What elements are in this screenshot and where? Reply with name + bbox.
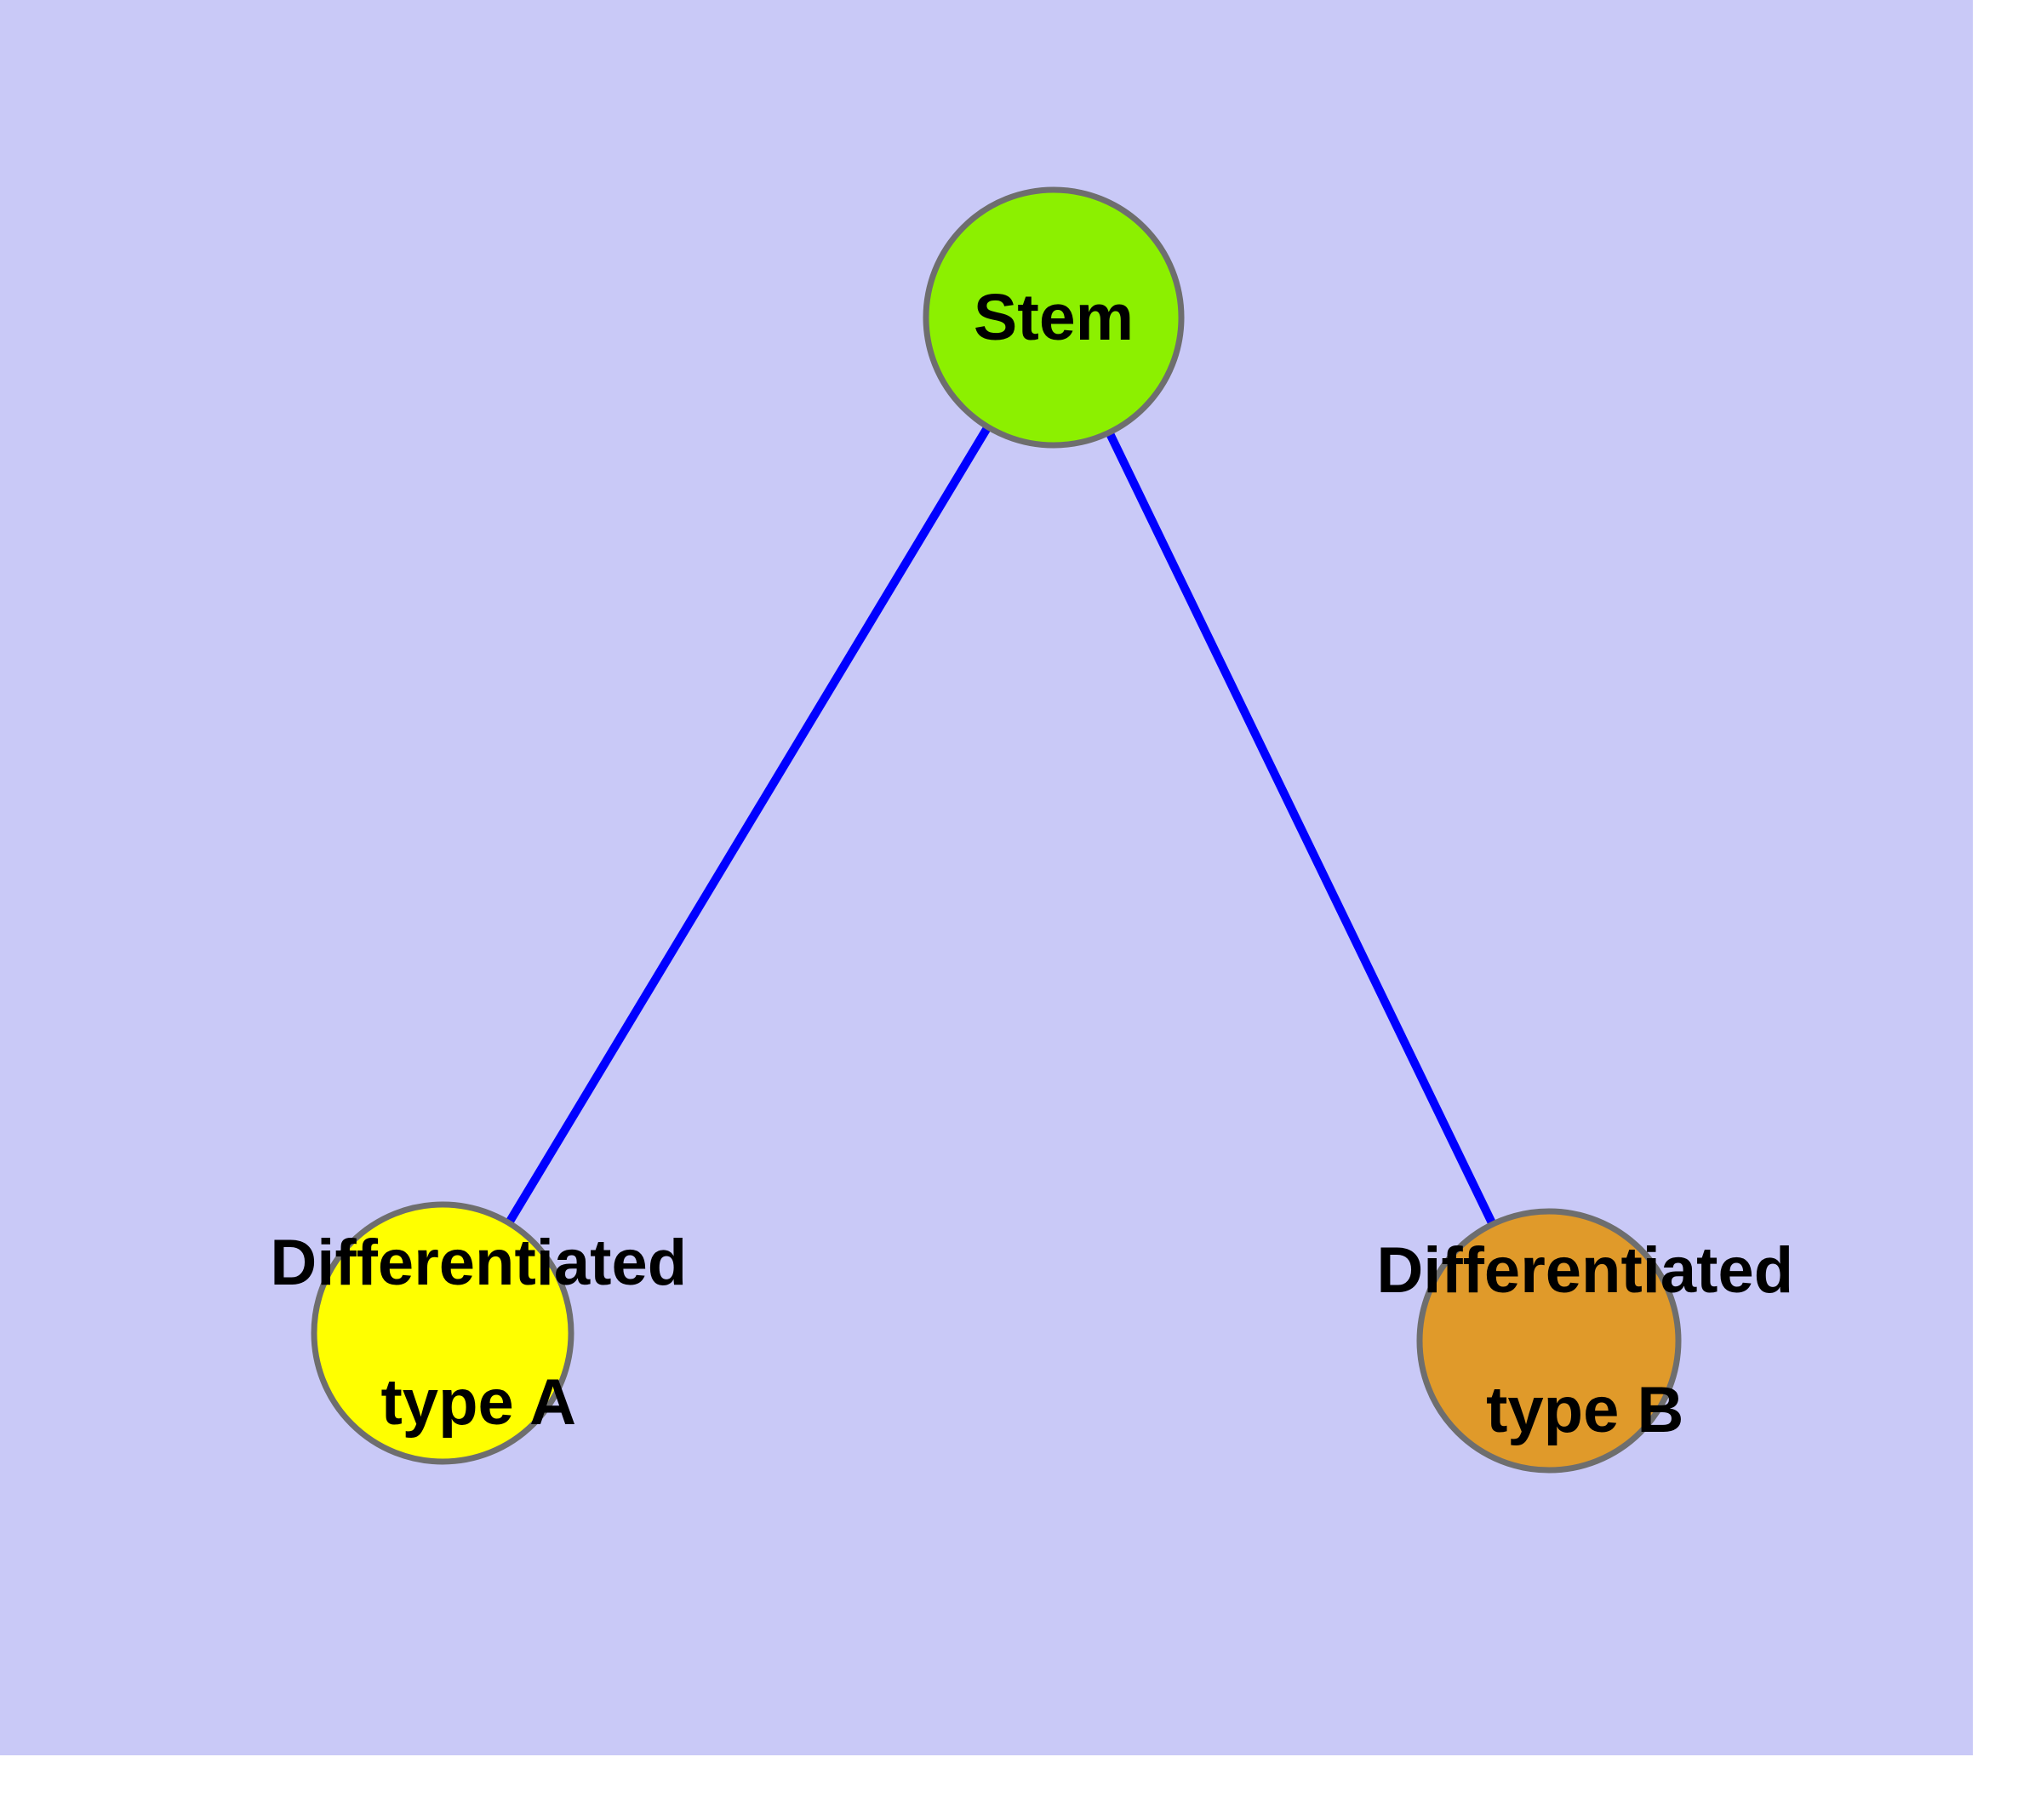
edge-stem-to-differentiated-type-a[interactable] bbox=[505, 424, 992, 1226]
edge-stem-to-differentiated-type-b[interactable] bbox=[1105, 430, 1497, 1227]
node-differentiated-type-b[interactable] bbox=[1416, 1208, 1682, 1474]
node-layer bbox=[311, 186, 1682, 1474]
node-stem[interactable] bbox=[923, 186, 1185, 449]
node-differentiated-type-a[interactable] bbox=[311, 1201, 574, 1465]
edge-layer bbox=[505, 424, 1497, 1227]
